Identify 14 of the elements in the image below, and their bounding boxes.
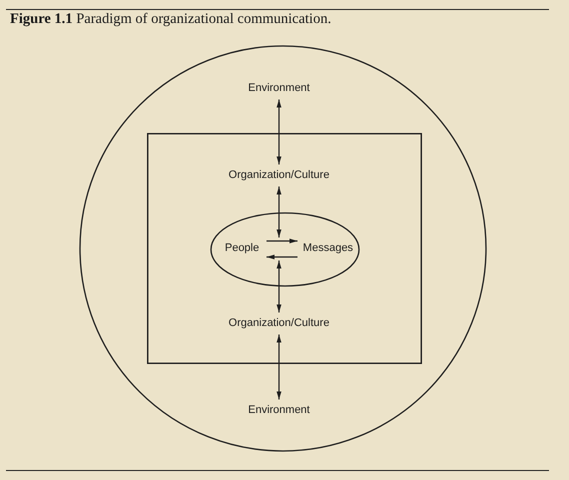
figure-title: Figure 1.1 Paradigm of organizational communication. (10, 11, 332, 28)
rectangle-outline (147, 133, 422, 364)
node-label: Messages (300, 240, 356, 257)
double-headed-arrow (276, 260, 282, 312)
node-label: People (220, 240, 264, 257)
double-headed-arrow (276, 186, 282, 238)
double-headed-arrow (276, 100, 282, 164)
node-label: Environment (239, 402, 319, 419)
arrow (266, 254, 298, 260)
arrow (266, 238, 298, 244)
double-headed-arrow (276, 334, 282, 400)
node-label: Environment (239, 80, 319, 97)
node-label: Organization/Culture (219, 167, 339, 184)
node-label: Organization/Culture (219, 315, 339, 332)
